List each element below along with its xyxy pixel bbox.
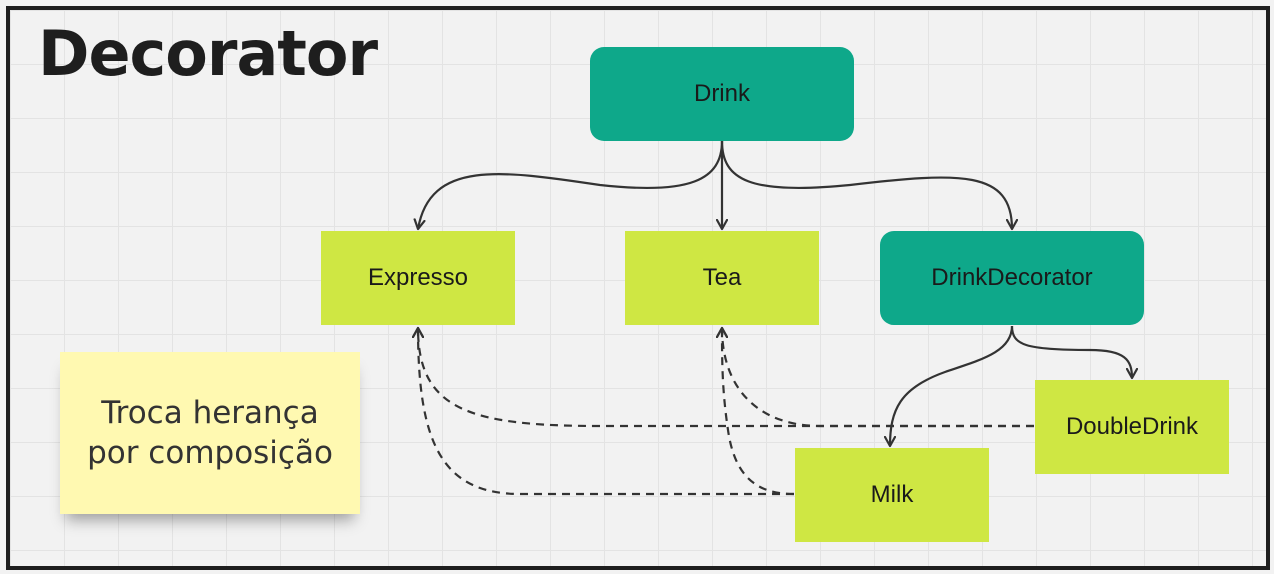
node-expresso[interactable]: Expresso xyxy=(321,231,515,325)
edge-milk-tea xyxy=(722,328,795,496)
node-tea[interactable]: Tea xyxy=(625,231,819,325)
node-milk-label: Milk xyxy=(870,481,914,508)
sticky-note-line-2: por composição xyxy=(87,435,333,471)
node-expresso-label: Expresso xyxy=(367,264,469,291)
node-drink-label: Drink xyxy=(693,80,750,107)
node-milk[interactable]: Milk xyxy=(795,448,989,542)
sticky-note[interactable]: Troca herança por composição xyxy=(60,352,360,514)
node-double-drink[interactable]: DoubleDrink xyxy=(1035,380,1229,474)
node-drink-decorator-label: DrinkDecorator xyxy=(931,264,1093,291)
node-drink[interactable]: Drink xyxy=(590,47,854,141)
edge-drink-drinkdecorator xyxy=(720,140,1012,229)
sticky-note-line-1: Troca herança xyxy=(101,395,319,431)
edge-milk-expresso xyxy=(418,328,794,496)
diagram-title: Decorator xyxy=(38,17,378,90)
node-tea-label: Tea xyxy=(702,264,742,291)
edge-drinkdecorator-milk xyxy=(890,325,1014,446)
node-double-drink-label: DoubleDrink xyxy=(1065,413,1199,440)
edge-doubledrink-tea xyxy=(722,328,1034,428)
edge-doubledrink-expresso xyxy=(418,328,1034,428)
node-drink-decorator[interactable]: DrinkDecorator xyxy=(880,231,1144,325)
edge-drinkdecorator-doubledrink xyxy=(1010,325,1132,378)
edge-drink-expresso xyxy=(418,140,724,229)
